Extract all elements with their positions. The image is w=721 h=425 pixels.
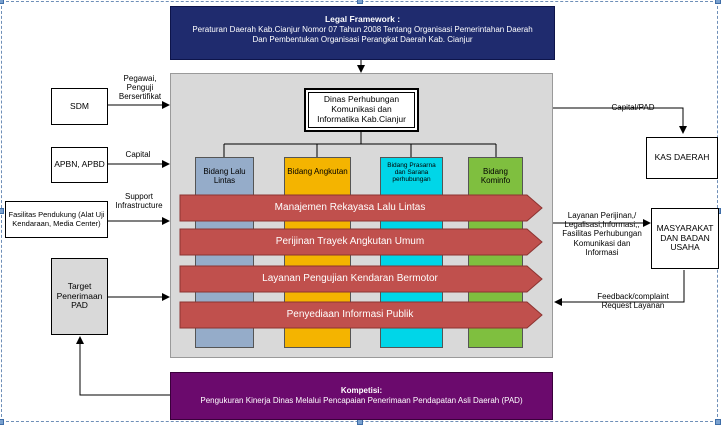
process-banners — [179, 194, 543, 329]
resize-handle-left[interactable] — [0, 208, 4, 214]
apbn-box[interactable]: APBN, APBD — [51, 147, 108, 183]
capital-pad-label: Capital/PAD — [611, 103, 655, 112]
sdm-box[interactable]: SDM — [51, 88, 108, 125]
kompetisi-box[interactable]: Kompetisi: Pengukuran Kinerja Dinas Mela… — [170, 372, 553, 420]
masyarakat-box[interactable]: MASYARAKAT DAN BADAN USAHA — [651, 208, 719, 269]
feedback-arrow-label: Feedback/complaint Request Layanan — [597, 292, 669, 311]
legal-framework-box[interactable]: Legal Framework : Peraturan Daerah Kab.C… — [170, 6, 555, 60]
kas-daerah-box[interactable]: KAS DAERAH — [646, 137, 718, 179]
target-pad-box[interactable]: Target Penerimaan PAD — [51, 258, 108, 335]
fasilitas-label: Fasilitas Pendukung (Alat Uji Kendaraan,… — [8, 209, 105, 228]
resize-handle-top-left[interactable] — [0, 0, 4, 4]
sdm-arrow-label: Pegawai, Penguji Bersertifikat — [118, 74, 162, 102]
bidang-prasarana-label: Bidang Prasarna dan Sarana perhubungan — [387, 162, 436, 184]
target-pad-label: Target Penerimaan PAD — [56, 280, 103, 311]
dinas-box[interactable]: Dinas Perhubungan Komunikasi dan Informa… — [304, 88, 419, 132]
apbn-label: APBN, APBD — [54, 159, 105, 170]
legal-framework-line2: Dan Pembentukan Organisasi Perangkat Dae… — [252, 35, 473, 44]
apbn-arrow-label: Capital — [125, 150, 151, 159]
banner-manajemen-label: Manajemen Rekayasa Lalu Lintas — [274, 202, 426, 213]
bidang-lalu-lintas-label: Bidang Lalu Lintas — [203, 167, 246, 185]
banner-manajemen-arrow[interactable] — [179, 194, 543, 222]
arrow-kompetisi-to-target — [76, 336, 170, 396]
banner-pengujian-label: Layanan Pengujian Kendaran Bermotor — [262, 273, 438, 284]
banner-pengujian-arrow[interactable] — [179, 265, 543, 293]
fasilitas-arrow-label: Support Infrastructure — [115, 192, 163, 211]
kompetisi-text: Pengukuran Kinerja Dinas Melalui Pencapa… — [200, 396, 523, 406]
legal-framework-title: Legal Framework : — [324, 14, 401, 24]
masyarakat-label: MASYARAKAT DAN BADAN USAHA — [656, 222, 714, 253]
resize-handle-top[interactable] — [357, 0, 363, 4]
kompetisi-title: Kompetisi: — [340, 386, 383, 395]
fasilitas-box[interactable]: Fasilitas Pendukung (Alat Uji Kendaraan,… — [5, 201, 108, 238]
banner-perijinan-arrow[interactable] — [179, 228, 543, 256]
arrow-capital-pad — [553, 107, 687, 134]
dinas-label: Dinas Perhubungan Komunikasi dan Informa… — [317, 94, 406, 124]
layanan-arrow-label: Layanan Perijinan,/ Legalisasi,Informasi… — [562, 211, 642, 257]
legal-framework-line1: Peraturan Daerah Kab.Cianjur Nomor 07 Ta… — [192, 25, 533, 34]
sdm-label: SDM — [70, 100, 89, 111]
kas-daerah-label: KAS DAERAH — [654, 152, 710, 163]
banner-informasi-arrow[interactable] — [179, 301, 543, 329]
banner-perijinan-label: Perijinan Trayek Angkutan Umum — [275, 236, 425, 247]
arrow-feedback — [554, 270, 685, 306]
bidang-kominfo-label: Bidang Kominfo — [480, 167, 511, 185]
bidang-angkutan-label: Bidang Angkutan — [287, 167, 348, 176]
banner-informasi-label: Penyediaan Informasi Publik — [286, 309, 414, 320]
